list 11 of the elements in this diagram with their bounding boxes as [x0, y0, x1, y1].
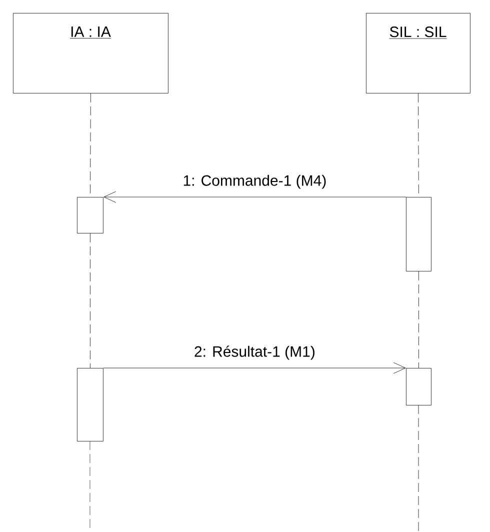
- message-arrow: [103, 362, 406, 374]
- lifeline: [418, 271, 419, 368]
- activation-bar: [406, 368, 432, 406]
- activation-bar: [77, 197, 104, 234]
- object-box: IA : IA: [13, 13, 168, 94]
- object-box: SIL : SIL: [366, 13, 470, 94]
- edge-label: 2: Résultat-1 (M1): [193, 344, 316, 361]
- edge-label: 1: Commande-1 (M4): [182, 174, 328, 190]
- activation-bar: [77, 368, 104, 442]
- message-arrow: [104, 191, 406, 203]
- activation-bar: [406, 197, 432, 272]
